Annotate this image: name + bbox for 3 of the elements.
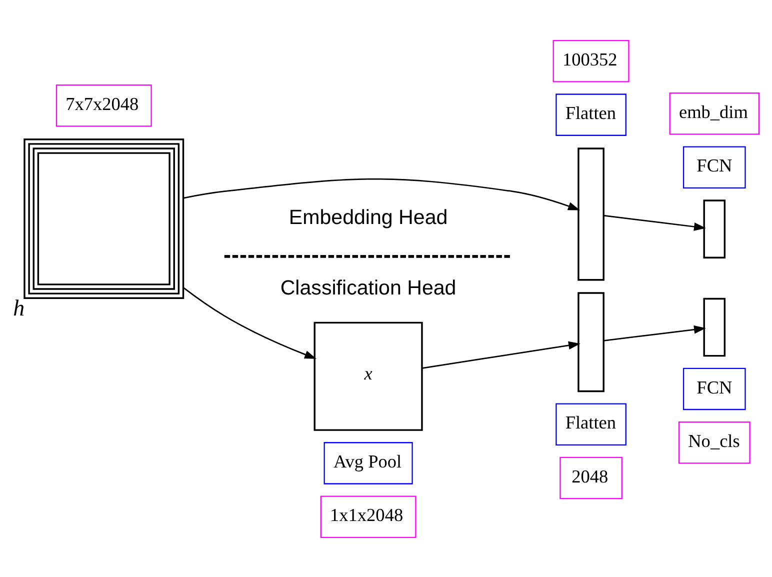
label: Embedding Head <box>288 205 448 228</box>
node-label: h <box>13 294 24 320</box>
label: Classification Head <box>280 276 456 300</box>
